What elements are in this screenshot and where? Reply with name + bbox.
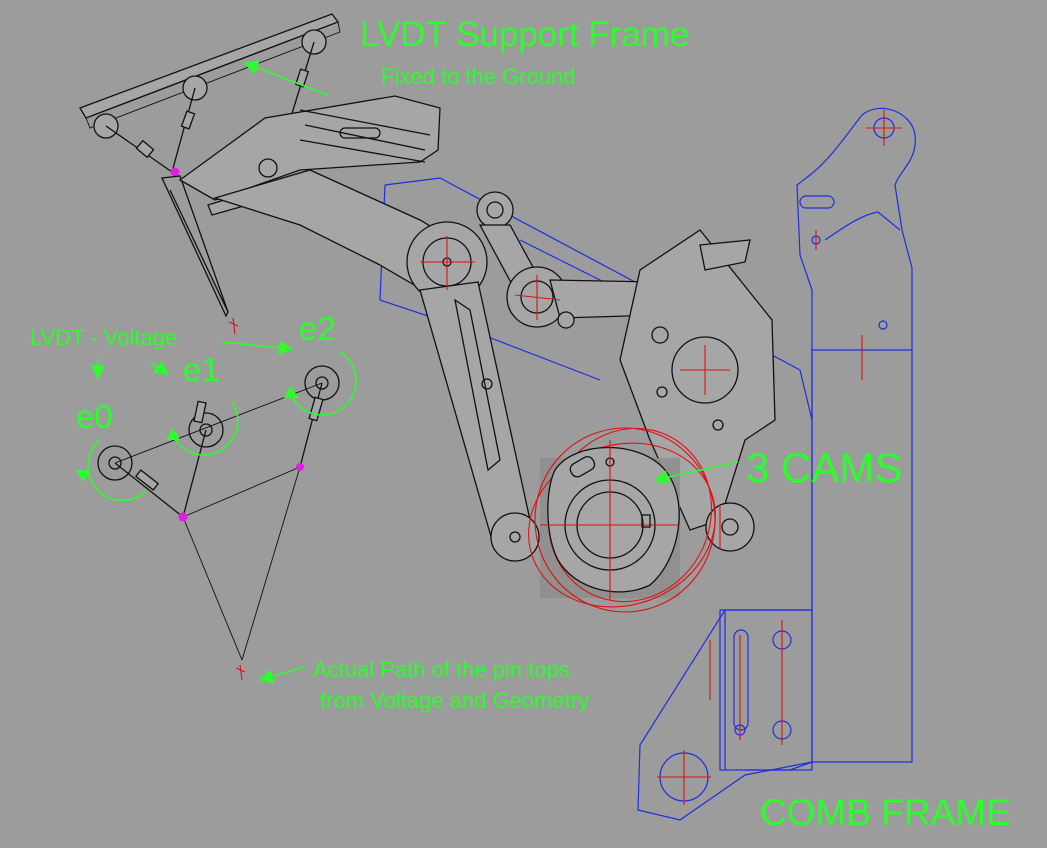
actual-path-label-line2: from Voltage and Geometry [320, 688, 589, 713]
voltage-arcs [76, 351, 357, 502]
construction-lines [657, 110, 902, 805]
fixed-to-ground-label: Fixed to the Ground [381, 64, 575, 89]
actual-path-label-line1: Actual Path of the pin tops [313, 657, 570, 682]
lvdt-voltage-label: LVDT - Voltage [30, 325, 177, 350]
comb-frame-label: COMB FRAME [760, 792, 1011, 833]
lvdt-support-frame-label: LVDT Support Frame [360, 15, 689, 54]
lvdt-schematic [97, 317, 340, 681]
e2-label: e2 [299, 310, 336, 347]
pivot-crosshairs [420, 236, 730, 550]
three-cams-label: 3 CAMS [746, 444, 902, 491]
e0-label: e0 [76, 398, 113, 435]
annotation-arrows [90, 60, 739, 684]
main-linkage [161, 95, 776, 562]
lvdt-support-frame [79, 13, 341, 177]
e1-label: e1 [183, 351, 220, 388]
